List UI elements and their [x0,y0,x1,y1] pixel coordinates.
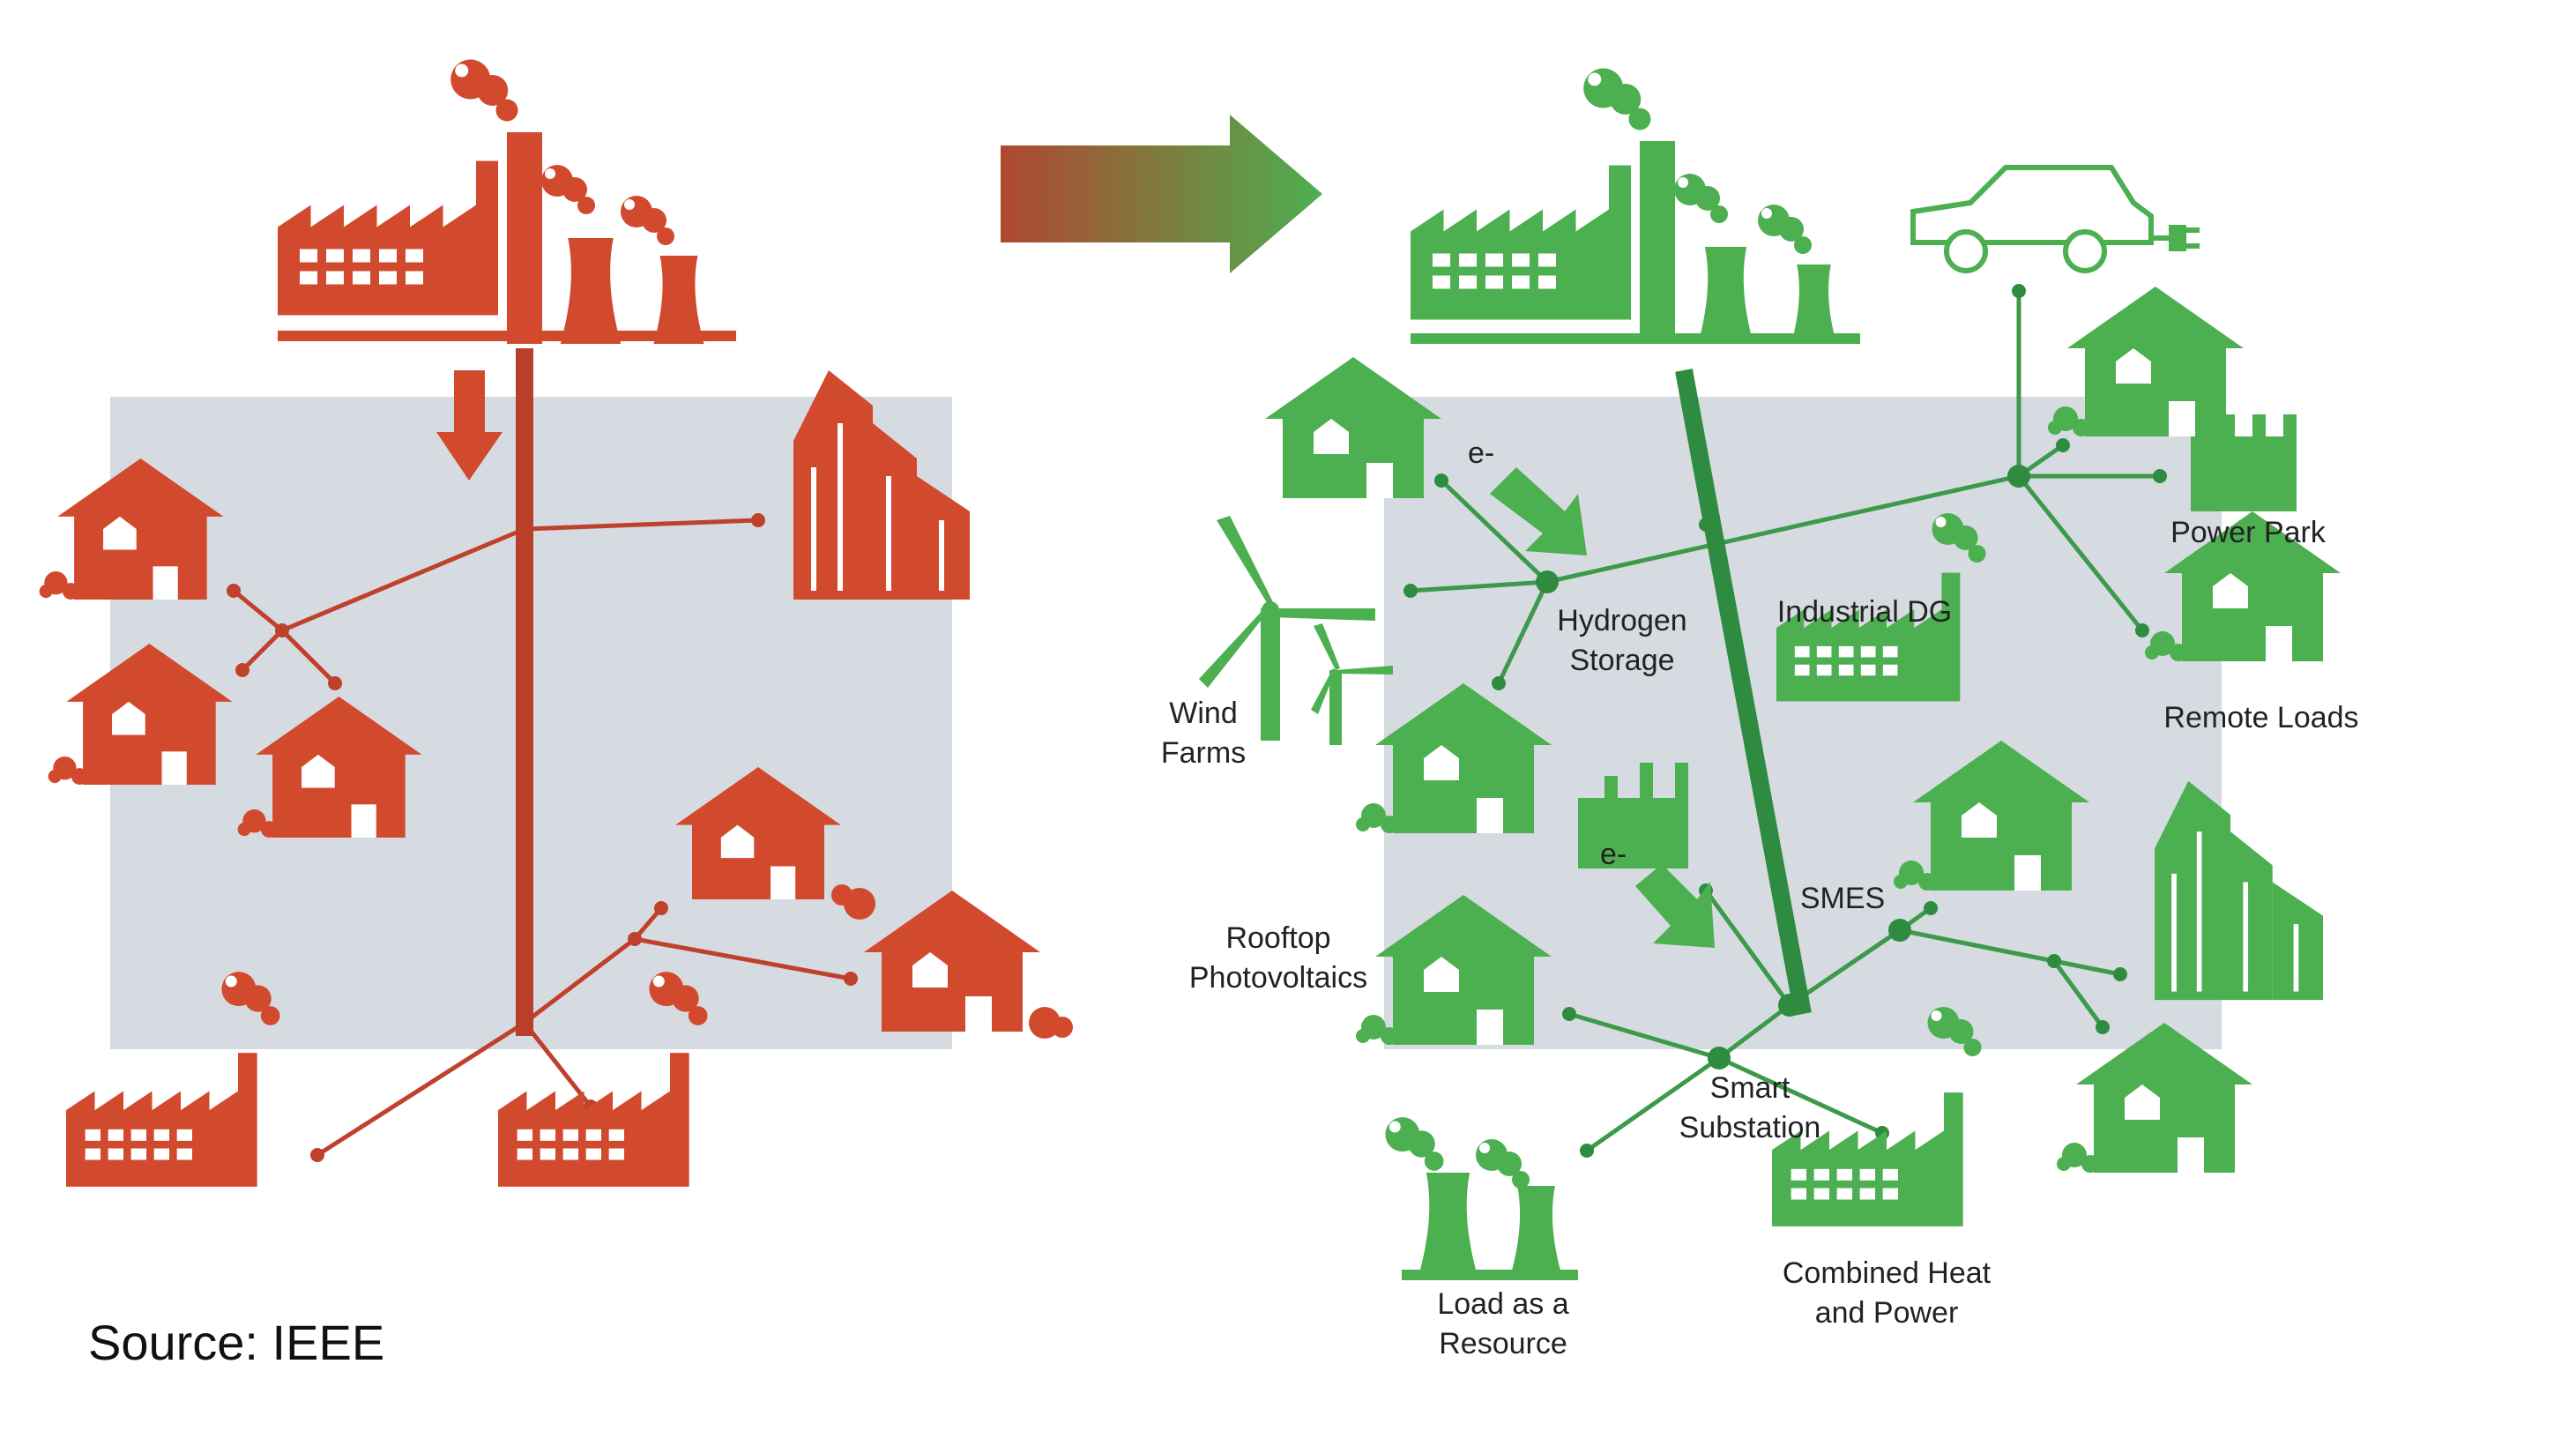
label-e-minus: e- [1468,436,1494,470]
label-chp: and Power [1815,1296,1959,1330]
label-power-park: Power Park [2170,516,2327,549]
label-wind-farms: Farms [1161,736,1246,770]
power-park-factory-icon [2191,414,2297,511]
label-rooftop-pv: Photovoltaics [1189,961,1367,995]
label-smart-substation: Smart [1710,1071,1791,1105]
label-wind-farms: Wind [1169,697,1237,730]
smart-grid: e- e- Hydrogen Storage Industrial DG Pow… [1161,68,2359,1360]
building-icon [2155,780,2323,1001]
cooling-tower-icon [1385,1117,1578,1280]
label-load-as-resource: Resource [1439,1327,1567,1360]
source-caption: Source: IEEE [88,1315,385,1370]
car-icon [1910,165,2200,273]
house-icon [1265,357,1441,498]
label-remote-loads: Remote Loads [2163,701,2358,734]
smart-power-plant [1411,68,1860,344]
wind-turbine-icon [1199,516,1393,745]
electron-arrow-icon [1490,467,1715,948]
factory-icon [1578,763,1688,868]
legacy-main-trunk [516,348,533,1036]
label-smes: SMES [1800,882,1885,915]
label-chp: Combined Heat [1783,1256,1992,1290]
label-hydrogen-storage: Hydrogen [1557,604,1686,637]
label-e-minus: e- [1600,838,1627,871]
arrow-icon [436,370,503,481]
smart-main-trunk [1675,369,1812,1016]
label-rooftop-pv: Rooftop [1225,921,1330,955]
smart-grid-labels: e- e- Hydrogen Storage Industrial DG Pow… [1161,436,2359,1360]
label-load-as-resource: Load as a [1437,1287,1568,1321]
label-industrial-dg: Industrial DG [1777,595,1952,629]
label-hydrogen-storage: Storage [1569,644,1674,677]
legacy-power-plant [278,59,736,344]
legacy-grid [39,59,1073,1187]
transition-arrow [1001,115,1322,273]
label-smart-substation: Substation [1679,1111,1821,1144]
